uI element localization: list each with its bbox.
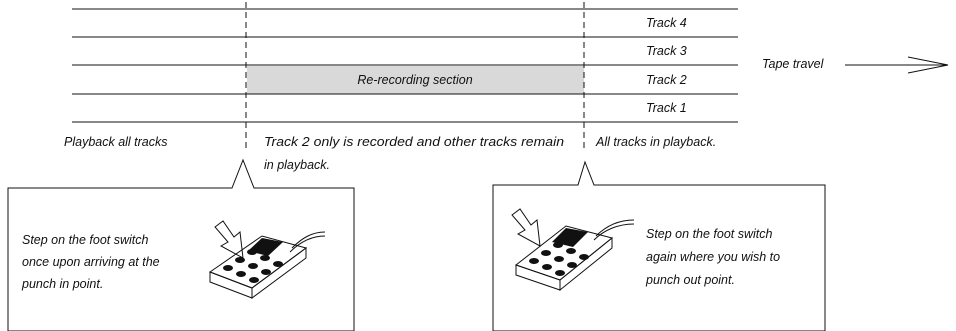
rerecording-label: Re-recording section: [357, 73, 472, 87]
rerecording-section: [247, 66, 584, 94]
punch-out-callout-box: [492, 160, 826, 331]
punch-out-text-line1: Step on the foot switch: [646, 227, 773, 241]
punch-in-text-line2: once upon arriving at the: [22, 255, 160, 269]
foot-switch-cable: [291, 231, 326, 249]
tape-travel-label: Tape travel: [762, 57, 825, 71]
phase-track2-only-line1: Track 2 only is recorded and other track…: [264, 135, 564, 149]
tape-travel-arrow-head: [907, 56, 949, 74]
punch-in-callout-box: [7, 158, 355, 331]
foot-switch-icon: [208, 231, 326, 299]
foot-switch-icon: [514, 219, 635, 292]
track-1-label: Track 1: [646, 101, 687, 115]
foot-switch-cable: [595, 219, 635, 237]
phase-track2-only-line2: in playback.: [264, 158, 330, 172]
phase-playback-all: Playback all tracks: [64, 135, 168, 149]
track-3-label: Track 3: [646, 44, 687, 58]
punch-in-text-line1: Step on the foot switch: [22, 233, 149, 247]
punch-out-text-line2: again where you wish to: [646, 250, 780, 264]
punch-in-text-line3: punch in point.: [21, 277, 103, 291]
phase-all-playback: All tracks in playback.: [595, 135, 716, 149]
punch-out-callout: Step on the foot switch again where you …: [492, 160, 826, 331]
track-4-label: Track 4: [646, 16, 687, 30]
punch-in-callout: Step on the foot switch once upon arrivi…: [7, 158, 355, 331]
punch-out-text-line3: punch out point.: [645, 273, 735, 287]
track-2-label: Track 2: [646, 73, 687, 87]
press-arrow-icon: [511, 208, 541, 247]
press-arrow-icon: [214, 220, 244, 259]
